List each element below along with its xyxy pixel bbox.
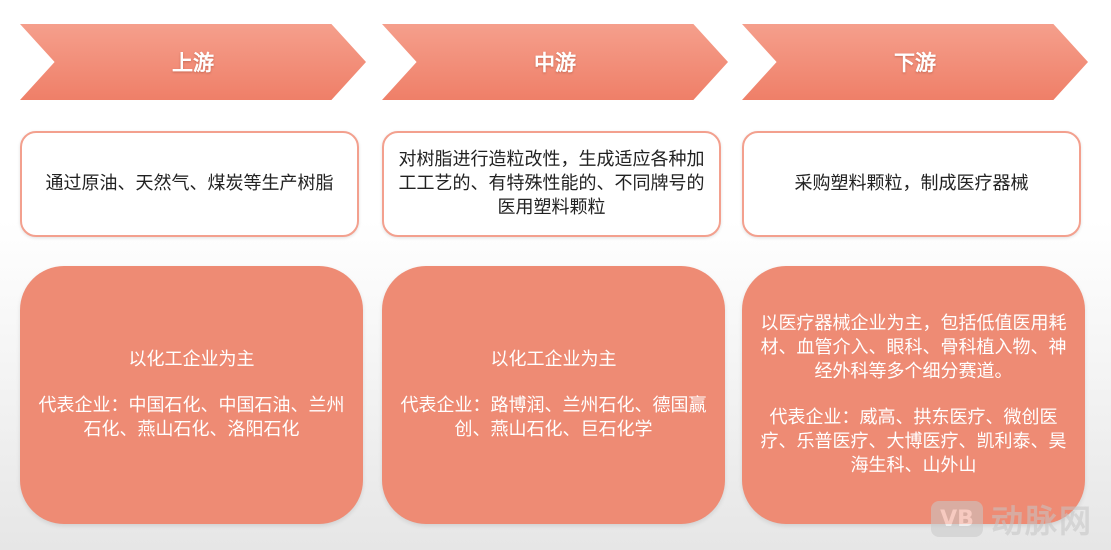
card-main-text: 以医疗器械企业为主，包括低值医用耗材、血管介入、眼科、骨科植入物、神经外科等多个… <box>760 313 1067 382</box>
watermark-logo: VB <box>930 501 983 537</box>
stage-title: 中游 <box>534 51 576 75</box>
downstream-description-box: 采购塑料颗粒，制成医疗器械 <box>742 131 1081 237</box>
stage-title: 上游 <box>172 51 214 75</box>
description-text: 通过原油、天然气、煤炭等生产树脂 <box>45 173 334 194</box>
card-representatives: 代表企业：中国石化、中国石油、兰州石化、燕山石化、洛阳石化 <box>38 395 345 440</box>
watermark: VB 动脉网 <box>930 496 1093 542</box>
description-text: 对树脂进行造粒改性，生成适应各种加工工艺的、有特殊性能的、不同牌号的医用塑料颗粒 <box>398 149 705 218</box>
watermark-text: 动脉网 <box>990 502 1093 540</box>
card-representatives: 代表企业：路博润、兰州石化、德国赢创、燕山石化、巨石化学 <box>400 395 707 440</box>
downstream-company-card: 以医疗器械企业为主，包括低值医用耗材、血管介入、眼科、骨科植入物、神经外科等多个… <box>742 266 1085 524</box>
card-representatives: 代表企业：威高、拱东医疗、微创医疗、乐普医疗、大博医疗、凯利泰、昊海生科、山外山 <box>760 407 1067 476</box>
upstream-description-box: 通过原油、天然气、煤炭等生产树脂 <box>20 131 359 237</box>
midstream-company-card: 以化工企业为主 代表企业：路博润、兰州石化、德国赢创、燕山石化、巨石化学 <box>382 266 725 524</box>
chevron-upstream: 上游 <box>20 24 366 100</box>
stage-title: 下游 <box>894 51 936 75</box>
card-main-text: 以化工企业为主 <box>128 349 255 370</box>
card-main-text: 以化工企业为主 <box>490 349 617 370</box>
midstream-description-box: 对树脂进行造粒改性，生成适应各种加工工艺的、有特殊性能的、不同牌号的医用塑料颗粒 <box>382 131 721 237</box>
description-text: 采购塑料颗粒，制成医疗器械 <box>794 173 1029 194</box>
chevron-midstream: 中游 <box>382 24 728 100</box>
chevron-downstream: 下游 <box>742 24 1088 100</box>
upstream-company-card: 以化工企业为主 代表企业：中国石化、中国石油、兰州石化、燕山石化、洛阳石化 <box>20 266 363 524</box>
